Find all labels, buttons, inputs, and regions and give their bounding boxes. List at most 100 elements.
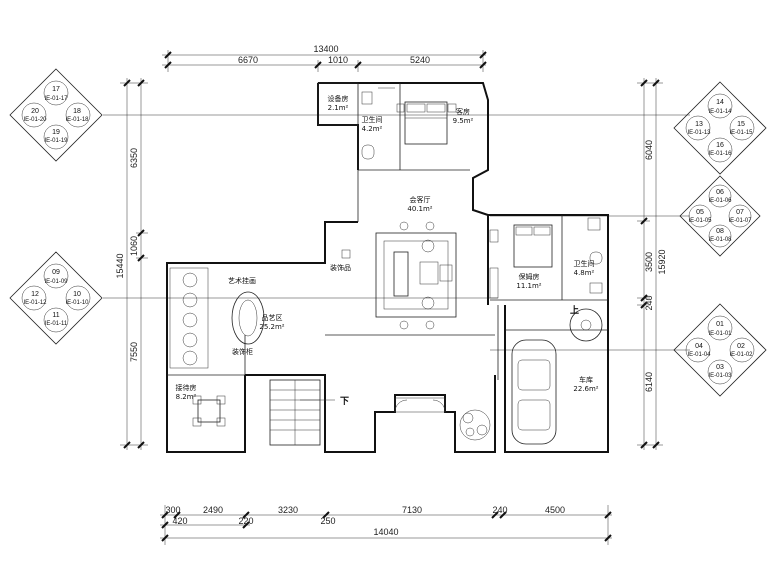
left-mid-tag-n: 09	[52, 269, 60, 276]
bathroom-2-label: 卫生间	[574, 259, 595, 268]
entry-doors	[394, 397, 446, 413]
tea-area-label: 品艺区	[262, 314, 283, 322]
right-top-code-w: IE-01-13	[687, 130, 711, 136]
reception-area: 8.2m²	[176, 393, 197, 401]
nanny-room-area: 11.1m²	[516, 282, 541, 290]
left-top-tag-s: 19	[52, 129, 60, 136]
left-dimension-lines	[120, 78, 148, 450]
reception-label: 接待房	[176, 383, 197, 392]
art-wall-display	[169, 267, 209, 369]
equipment-room-area: 2.1m²	[328, 104, 349, 112]
left-top-code-n: IE-01-17	[44, 96, 68, 102]
bottom-segment-2: 2490	[203, 505, 223, 515]
bottom-lower-segment-2: 220	[238, 516, 253, 526]
right-mid-code-w: IE-01-05	[688, 218, 712, 224]
elevation-tag-right-top	[673, 81, 767, 175]
lounge-label: 会客厅	[410, 195, 431, 204]
right-bottom-code-s: IE-01-03	[708, 373, 732, 379]
bottom-segment-3: 3230	[278, 505, 298, 515]
equipment-room-label: 设备房	[328, 94, 349, 103]
left-mid-code-s: IE-01-11	[45, 321, 68, 327]
lounge-area: 40.1m²	[407, 205, 432, 213]
bottom-segment-1: 300	[165, 505, 180, 515]
right-mid-tag-w: 05	[696, 209, 704, 216]
elevation-tag-right-mid	[679, 175, 761, 257]
right-bottom-tag-e: 02	[737, 343, 745, 350]
top-segment-1: 6670	[238, 55, 258, 65]
right-segment-4: 6140	[644, 372, 654, 392]
interior-walls	[167, 83, 608, 380]
left-top-code-e: IE-01-18	[65, 117, 89, 123]
reception-furniture	[192, 395, 226, 427]
right-mid-tag-s: 08	[716, 228, 724, 235]
elevation-tag-left-mid	[9, 251, 103, 345]
right-dimension-lines	[637, 78, 663, 450]
nanny-bed	[489, 224, 553, 299]
tea-table	[231, 291, 265, 345]
lounge-sofa-set	[375, 221, 457, 330]
art-shelf-label: 艺术挂画	[228, 276, 256, 285]
left-top-tag-n: 17	[52, 86, 60, 93]
tea-table-label: 装饰柜	[232, 347, 253, 356]
bottom-lower-segment-3: 250	[320, 516, 335, 526]
bottom-segment-4: 7130	[402, 505, 422, 515]
left-mid-code-w: IE-01-12	[23, 300, 47, 306]
left-top-code-w: IE-01-20	[23, 117, 47, 123]
left-total-dimension: 15440	[115, 253, 125, 278]
garage-label: 车库	[579, 375, 593, 384]
right-top-tag-n: 14	[716, 99, 724, 106]
bathroom-1	[361, 87, 395, 160]
right-top-tag-s: 16	[716, 142, 724, 149]
bathroom-1-label: 卫生间	[362, 115, 383, 124]
right-segment-1: 6040	[644, 140, 654, 160]
elevation-tag-left-top	[9, 68, 103, 162]
elevation-tag-right-bottom	[673, 303, 767, 397]
spiral-stair	[569, 308, 603, 342]
right-bottom-code-n: IE-01-01	[708, 331, 732, 337]
garage-area: 22.6m²	[573, 385, 598, 393]
right-mid-code-e: IE-01-07	[728, 218, 752, 224]
left-mid-code-n: IE-01-09	[44, 279, 68, 285]
right-bottom-code-e: IE-01-02	[729, 352, 753, 358]
right-segment-3: 240	[644, 295, 654, 310]
bathroom-1-area: 4.2m²	[362, 125, 383, 133]
left-segment-1: 6350	[129, 148, 139, 168]
stair-up-label: 上	[570, 304, 579, 316]
bathroom-2	[587, 217, 603, 294]
right-top-code-s: IE-01-16	[708, 151, 732, 157]
elevation-index-lines	[103, 114, 690, 351]
bottom-segment-6: 4500	[545, 505, 565, 515]
left-segment-2: 1060	[129, 236, 139, 256]
right-bottom-tag-s: 03	[716, 364, 724, 371]
right-top-code-e: IE-01-15	[729, 130, 753, 136]
nanny-room-label: 保姆房	[519, 272, 540, 281]
left-mid-tag-s: 11	[52, 312, 59, 319]
right-segment-2: 3500	[644, 252, 654, 272]
right-mid-tag-n: 06	[716, 189, 724, 196]
feature-label: 装饰品	[330, 263, 351, 272]
top-total-dimension: 13400	[313, 44, 338, 54]
stair-down-label: 下	[340, 396, 349, 407]
right-top-tag-w: 13	[695, 121, 703, 128]
left-top-tag-w: 20	[31, 108, 39, 115]
right-bottom-tag-w: 04	[695, 343, 703, 350]
right-mid-code-s: IE-01-08	[708, 237, 732, 243]
left-top-tag-e: 18	[73, 108, 81, 115]
top-segment-3: 5240	[410, 55, 430, 65]
feature-block	[341, 249, 351, 259]
bottom-dimension-lines	[160, 505, 612, 545]
right-mid-tag-e: 07	[736, 209, 744, 216]
top-segment-2: 1010	[328, 55, 348, 65]
right-top-tag-e: 15	[737, 121, 745, 128]
bedroom-label: 客房	[456, 107, 470, 116]
left-mid-code-e: IE-01-10	[65, 300, 89, 306]
right-mid-code-n: IE-01-06	[708, 198, 732, 204]
staircase-down	[269, 379, 335, 446]
left-segment-3: 7550	[129, 342, 139, 362]
right-bottom-tag-n: 01	[716, 321, 724, 328]
right-total-dimension: 15920	[657, 249, 667, 274]
equipment-room	[317, 82, 359, 126]
garage-car	[511, 339, 557, 445]
